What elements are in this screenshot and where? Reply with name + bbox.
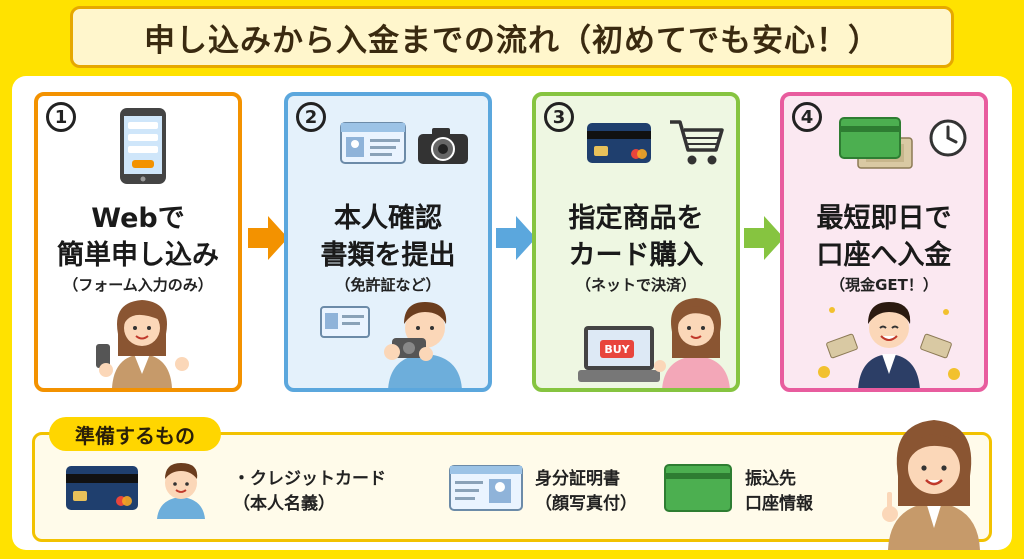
prep-item-line2: 口座情報 (745, 494, 813, 514)
prep-item-credit-card: ・クレジットカード （本人名義） (233, 467, 386, 517)
arrow-right-icon (744, 216, 784, 260)
id-card-icon (340, 122, 406, 164)
prep-item-line1: 振込先 (745, 469, 796, 489)
smartphone-form-icon (120, 108, 166, 184)
clock-icon (929, 119, 967, 157)
arrow-shape (744, 216, 784, 260)
shopping-cart-icon (670, 120, 724, 165)
woman-shopping-illustration (654, 298, 730, 388)
step-title-line2: 書類を提出 (320, 240, 456, 271)
camera-icon (418, 128, 468, 164)
step-1-card: 1 Webで 簡単申し込み （フォーム入力のみ） (34, 92, 242, 392)
prep-item-bank: 振込先 口座情報 (745, 467, 813, 517)
preparation-box: 準備するもの ・クレジットカード （本人名義） (32, 417, 992, 542)
id-card-icon (449, 465, 523, 511)
step-subtitle: （ネットで決済） (575, 276, 696, 294)
bankbook-icon (664, 464, 732, 512)
step-title-line2: カード購入 (568, 240, 704, 271)
step-4-card: 4 最短即日で 口座へ入金 （現金GET！） (780, 92, 988, 392)
step-title-line1: Webで (91, 203, 185, 234)
prep-item-line1: ・クレジットカード (233, 469, 386, 489)
prep-item-line2: （顔写真付） (535, 494, 637, 514)
woman-with-phone-illustration (96, 300, 189, 388)
step-number: 3 (544, 102, 574, 132)
step-title-line2: 口座へ入金 (816, 240, 952, 271)
step-3-card: 3 指定商品を カード購入 （ネットで決済） BUY (532, 92, 740, 392)
step-title-line1: 最短即日で (816, 203, 952, 234)
flow-panel: 1 Webで 簡単申し込み （フォーム入力のみ） (12, 76, 1012, 550)
buy-button: BUY (600, 340, 634, 358)
man-taking-photo-illustration (384, 302, 462, 388)
prep-item-line2: （本人名義） (233, 494, 335, 514)
credit-card-icon (587, 123, 651, 163)
arrow-right-icon (248, 216, 288, 260)
credit-card-icon (66, 466, 138, 510)
arrow-shape (496, 216, 536, 260)
arrow-right-icon (496, 216, 536, 260)
step-title-line2: 簡単申し込み (57, 240, 219, 271)
prep-item-line1: 身分証明書 (535, 469, 620, 489)
step-number: 4 (792, 102, 822, 132)
bankbook-cash-icon (839, 117, 913, 169)
step-2-card: 2 本人確認 書類を提出 （免許証など） (284, 92, 492, 392)
person-face-icon (157, 463, 205, 519)
step-title-line1: 指定商品を (568, 203, 704, 234)
preparation-label: 準備するもの (49, 417, 221, 451)
man-with-cash-illustration (818, 302, 960, 388)
step-title-line1: 本人確認 (334, 203, 442, 234)
step-number: 2 (296, 102, 326, 132)
woman-pointing-illustration (882, 420, 980, 550)
page-title: 申し込みから入金までの流れ（初めてでも安心！） (144, 22, 880, 59)
prep-item-id: 身分証明書 （顔写真付） (535, 467, 637, 517)
title-banner: 申し込みから入金までの流れ（初めてでも安心！） (70, 6, 954, 68)
small-id-card-icon (320, 306, 370, 338)
arrow-shape (248, 216, 288, 260)
step-number: 1 (46, 102, 76, 132)
step-subtitle: （免許証など） (335, 276, 441, 294)
step-subtitle: （フォーム入力のみ） (63, 276, 213, 294)
step-subtitle: （現金GET！） (830, 276, 938, 294)
